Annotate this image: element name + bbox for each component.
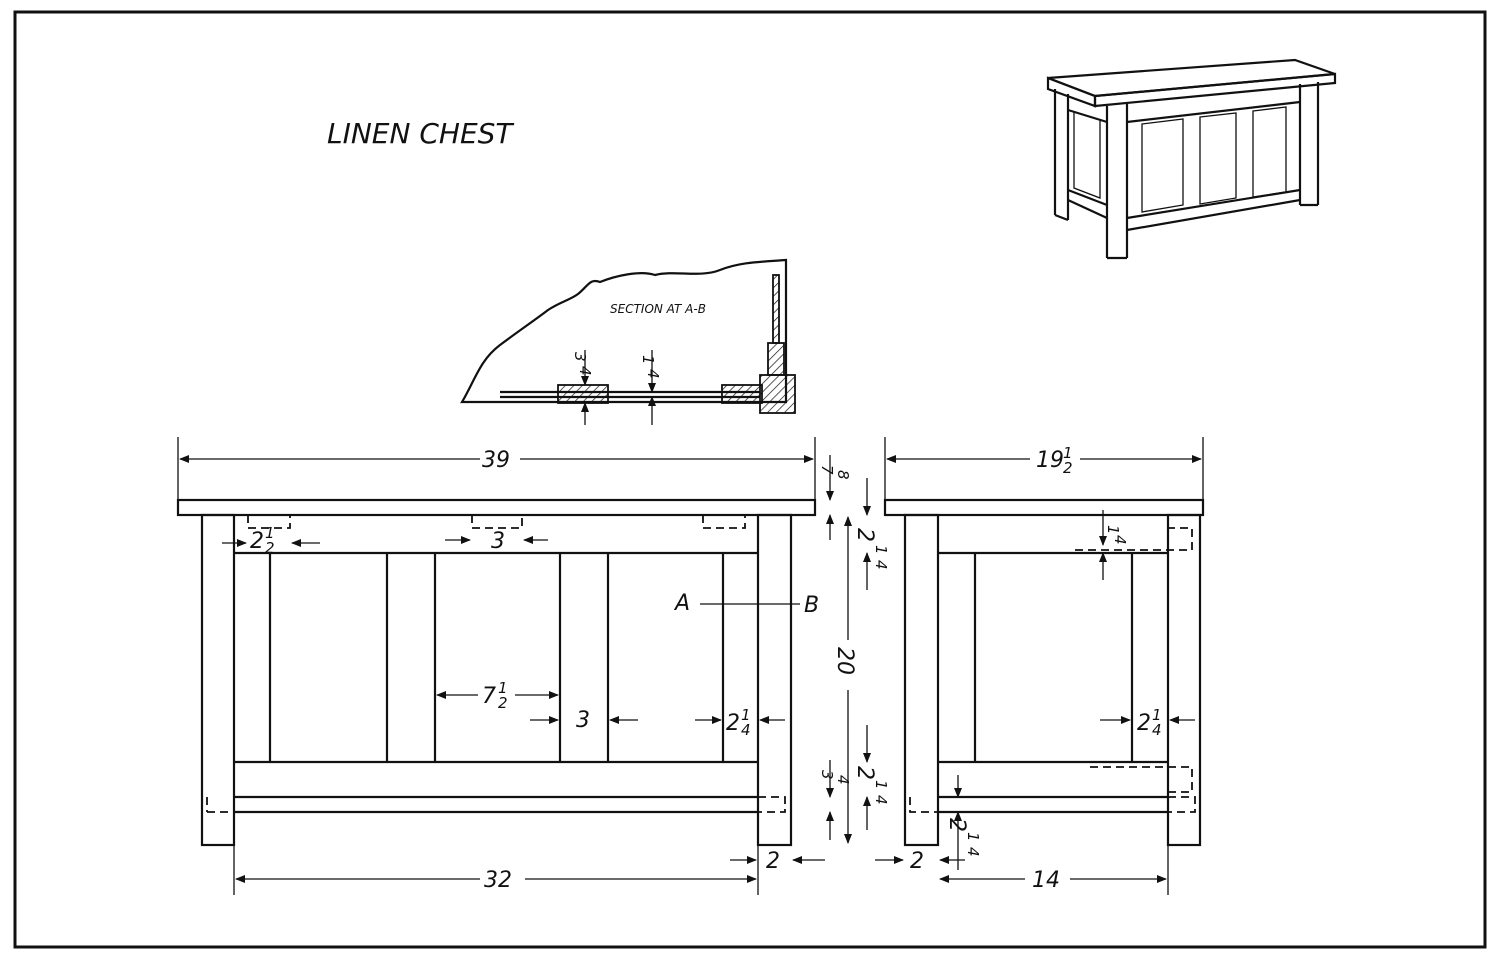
- dim-side-stile-num: 1: [1152, 706, 1162, 724]
- dim-panel-den: 2: [498, 694, 508, 712]
- section-point-b: B: [804, 593, 819, 618]
- dim-end-stile-whole: 2: [726, 711, 740, 736]
- dim-button-num: 1: [265, 524, 275, 542]
- dim-depth-num: 1: [1063, 444, 1073, 462]
- dim-side-rail-num: 1: [964, 832, 982, 842]
- dim-height: 20: [832, 647, 857, 675]
- isometric-chest-sketch: [1046, 58, 1337, 260]
- dim-depth-whole: 19: [1036, 448, 1064, 473]
- dim-stile: 3: [576, 708, 590, 733]
- dim-bottom-rail-num: 1: [872, 780, 890, 790]
- dim-leg-front: 2: [766, 849, 780, 874]
- dim-leg-side: 2: [910, 849, 924, 874]
- front-elevation: A B: [176, 498, 819, 847]
- dim-button-den: 2: [265, 539, 275, 557]
- dim-inner-depth: 14: [1032, 868, 1060, 893]
- dim-side-top-num: 1: [1104, 525, 1122, 535]
- section-detail: SECTION AT A-B 3 4 1 4: [460, 258, 796, 425]
- panel-thick-num: 3: [571, 352, 589, 362]
- dim-rail-top-num: 1: [872, 545, 890, 555]
- dim-rail-top-den: 4: [872, 560, 890, 570]
- dim-bottom-rail-den: 4: [872, 795, 890, 805]
- panel-thick-den: 4: [576, 366, 594, 376]
- dim-side-rail-whole: 2: [944, 818, 969, 832]
- dim-panel-num: 1: [498, 679, 508, 697]
- sheet-border: [13, 10, 1487, 949]
- dim-overall-length: 39: [482, 448, 510, 473]
- section-label: SECTION AT A-B: [610, 302, 706, 316]
- dim-side-stile-whole: 2: [1137, 711, 1151, 736]
- dimension-lines: 39 19 1 2 7 8 2 1 4 20 3 4 2 1 4: [177, 437, 1204, 895]
- dim-button-length: 3: [491, 529, 505, 554]
- ply-thick-den: 4: [644, 369, 662, 379]
- dim-bottom-board-num: 3: [818, 770, 836, 780]
- dim-button-whole: 2: [250, 529, 264, 554]
- drawing-title: LINEN CHEST: [327, 117, 514, 150]
- dim-side-stile-den: 4: [1152, 721, 1162, 739]
- dim-top-num: 7: [818, 465, 836, 475]
- dim-bottom-board-den: 4: [834, 775, 852, 785]
- dim-side-rail-den: 4: [964, 847, 982, 857]
- dim-end-stile-den: 4: [741, 721, 751, 739]
- dim-panel-whole: 7: [482, 684, 496, 709]
- dim-bottom-rail-whole: 2: [852, 766, 877, 780]
- end-elevation: [883, 498, 1205, 847]
- dim-rail-top-whole: 2: [852, 528, 877, 542]
- dim-top-den: 8: [834, 470, 852, 480]
- dim-side-top-den: 4: [1111, 535, 1129, 545]
- dim-end-stile-num: 1: [741, 706, 751, 724]
- dim-depth-den: 2: [1063, 459, 1073, 477]
- dim-inner-length: 32: [484, 868, 512, 893]
- ply-thick-num: 1: [639, 355, 657, 365]
- section-point-a: A: [673, 591, 690, 616]
